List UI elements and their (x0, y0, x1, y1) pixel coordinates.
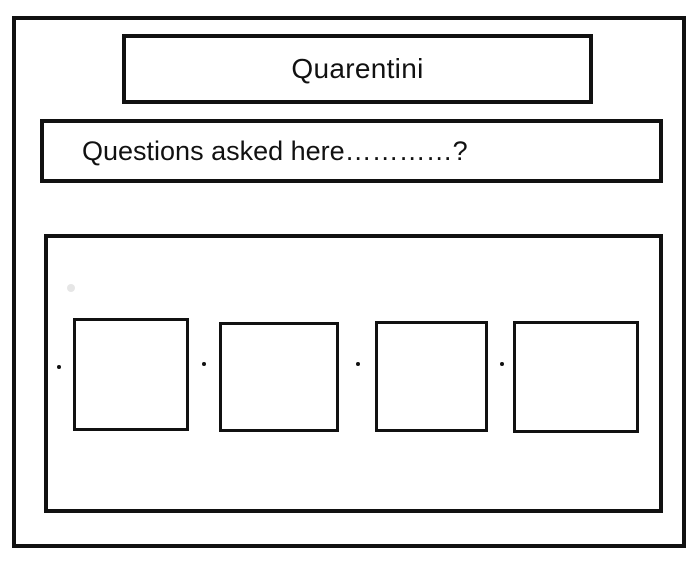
answer-option-2[interactable] (219, 322, 339, 432)
answer-option-1[interactable] (73, 318, 189, 431)
answer-bullet-4 (500, 362, 504, 366)
answer-bullet-3 (356, 362, 360, 366)
app-title: Quarentini (291, 53, 424, 84)
question-box: Questions asked here…………? (40, 119, 663, 183)
answer-option-4[interactable] (513, 321, 639, 433)
app-title-box: Quarentini (122, 34, 593, 104)
answer-bullet-2 (202, 362, 206, 366)
decorative-smudge (67, 284, 75, 292)
answer-option-3[interactable] (375, 321, 488, 432)
app-window-frame (12, 16, 686, 548)
question-text: Questions asked here…………? (82, 135, 468, 166)
answers-panel (44, 234, 663, 513)
answer-bullet-1 (57, 365, 61, 369)
